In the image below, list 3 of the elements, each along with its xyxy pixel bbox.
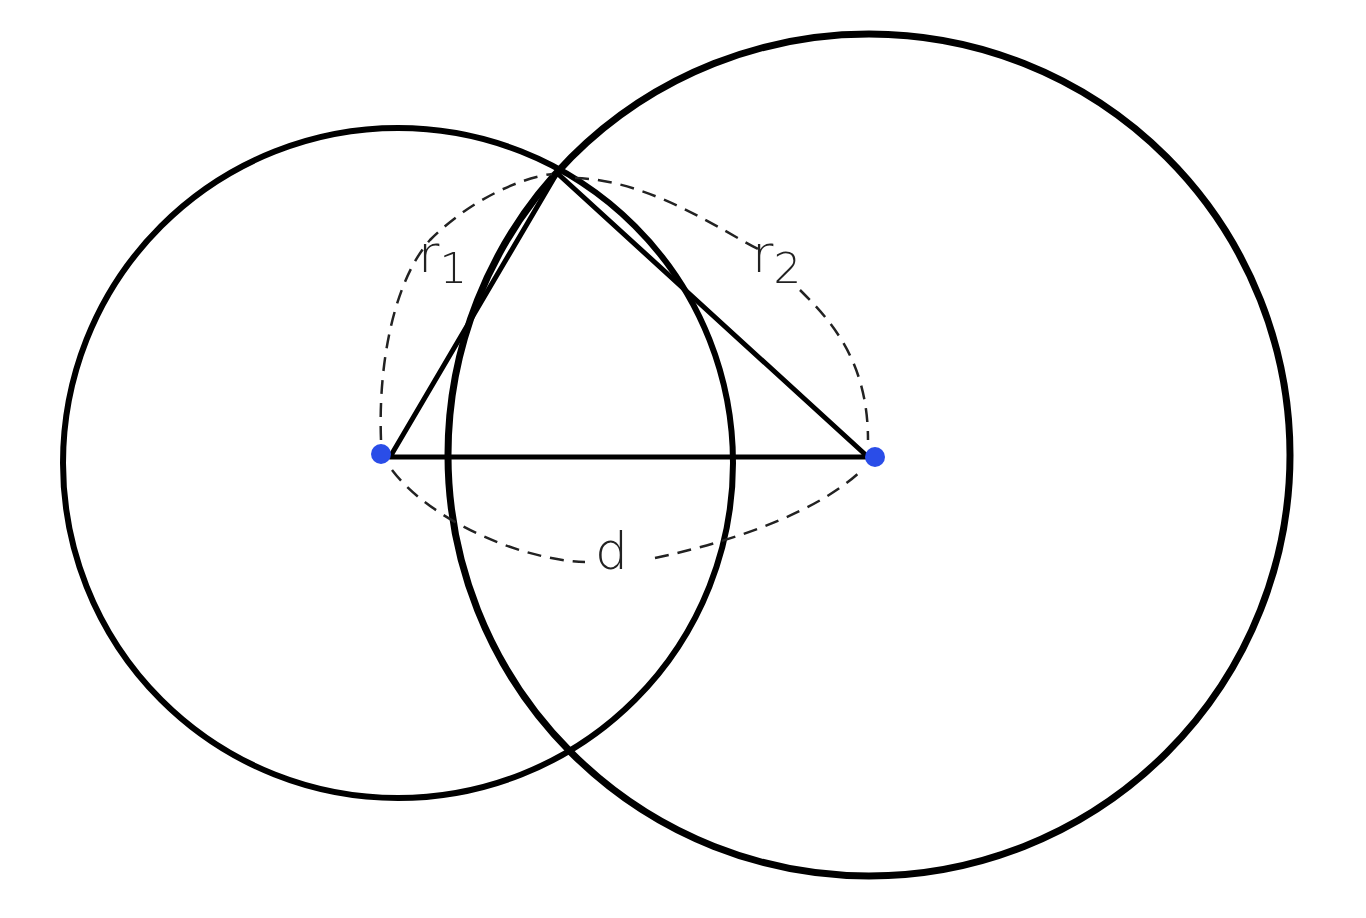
distance-label: d — [595, 525, 628, 577]
radius-label: r$_{2}$ — [752, 228, 801, 291]
radius-label: r$_{1}$ — [418, 228, 467, 291]
